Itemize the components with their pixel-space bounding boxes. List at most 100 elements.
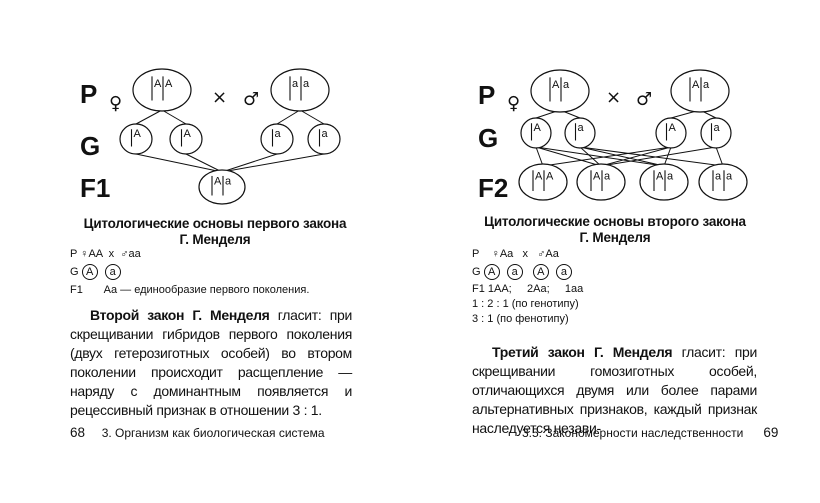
connector-line	[185, 153, 223, 173]
allele-label: a	[303, 78, 310, 90]
offspring-cell	[698, 163, 748, 201]
second-law-caption: Цитологические основы второго закона Г. …	[470, 214, 760, 246]
scheme-f-row: F1 1AA; 2Aa; 1aa	[472, 283, 584, 295]
allele-label: a	[604, 170, 611, 182]
allele-label: A	[552, 79, 560, 91]
g-label: G	[472, 265, 481, 278]
allele-label: a	[563, 79, 570, 91]
connector-line	[579, 146, 602, 167]
connector-line	[299, 109, 325, 125]
cross-sign: x	[522, 248, 528, 260]
connector-line	[221, 153, 278, 173]
parent-cell	[270, 68, 330, 112]
phenotype-ratio: 3 : 1 (по фенотипу)	[472, 313, 569, 325]
third-law-text: гласит: при скрещивании гомозиготных осо…	[472, 344, 757, 436]
scheme-f-row: F1 Aa — единообразие первого поколения.	[70, 283, 309, 298]
connector-line	[221, 153, 325, 173]
allele-label: a	[703, 79, 710, 91]
page-number: 68	[70, 425, 86, 440]
connector-line	[542, 146, 672, 167]
second-law-text: гласит: при скрещивании гибридов первого…	[70, 307, 352, 418]
allele-label: a	[715, 170, 722, 182]
cross-icon: ×	[606, 87, 621, 108]
connector-line	[535, 146, 602, 167]
gamete-cell	[307, 123, 341, 155]
allele-label: a	[714, 122, 721, 134]
connector-line	[579, 146, 724, 167]
offspring-cell	[198, 169, 246, 205]
second-law-name: Второй закон Г. Менделя	[90, 307, 270, 323]
allele-label: A	[214, 175, 222, 187]
generation-label-g: G	[478, 123, 498, 153]
gamete-cell	[700, 117, 732, 149]
parent-cell	[670, 69, 730, 113]
male-icon: ♂	[636, 89, 652, 110]
allele-label: A	[669, 122, 677, 134]
male-genotype: aa	[128, 248, 141, 260]
female-genotype: Aa	[499, 248, 514, 260]
running-title: 3.5. Закономерности наследственности	[522, 426, 744, 440]
third-law-paragraph: Третий закон Г. Менделя гласит: при скре…	[472, 343, 757, 438]
gamete-cell	[169, 123, 203, 155]
second-law-paragraph: Второй закон Г. Менделя гласит: при скре…	[70, 306, 352, 420]
gamete-circle: a	[555, 264, 572, 280]
male-genotype: Aa	[545, 248, 559, 260]
offspring-cell	[639, 163, 689, 201]
allele-label: A	[593, 170, 601, 182]
allele-label: A	[165, 78, 173, 90]
scheme-g-row: G A a A a	[472, 264, 583, 280]
female-symbol: ♀	[491, 248, 500, 260]
allele-label: a	[275, 128, 282, 140]
gamete-circle: A	[532, 264, 549, 280]
left-footer: 68 3. Организм как биологическая система	[70, 425, 325, 440]
female-symbol: ♀	[80, 248, 89, 260]
connector-line	[535, 146, 544, 167]
male-symbol: ♂	[537, 248, 546, 260]
gamete-circle: a	[104, 264, 121, 280]
allele-label: A	[656, 170, 664, 182]
g-label: G	[70, 265, 79, 278]
female-icon: ♀	[507, 93, 520, 114]
second-law-scheme: P ♀Aa x ♂Aa G A a A a F1 1AA; 2Aa; 1aa 1…	[472, 247, 583, 327]
p-label: P	[472, 248, 480, 260]
connector-line	[600, 146, 717, 167]
male-symbol: ♂	[120, 248, 129, 260]
scheme-g-row: G A a	[70, 264, 309, 280]
caption-line-1: Цитологические основы первого закона	[83, 216, 347, 231]
cross-icon: ×	[212, 87, 227, 108]
connector-line	[579, 146, 665, 167]
allele-label: a	[322, 128, 329, 140]
generation-label-f: F1	[80, 173, 110, 203]
male-icon: ♂	[243, 89, 259, 110]
connector-line	[135, 109, 163, 125]
scheme-p-row: P ♀Aa x ♂Aa	[472, 247, 583, 262]
allele-label: A	[546, 170, 554, 182]
generation-label-p: P	[478, 80, 495, 110]
p-label: P	[70, 248, 78, 260]
first-law-caption: Цитологические основы первого закона Г. …	[70, 216, 360, 248]
allele-label: a	[726, 170, 733, 182]
third-law-name: Третий закон Г. Менделя	[492, 344, 673, 360]
f-label: F1	[70, 284, 83, 296]
allele-label: A	[134, 128, 142, 140]
f-genotype: Aa	[103, 284, 118, 296]
allele-label: A	[154, 78, 162, 90]
gamete-circle: a	[506, 264, 523, 280]
gamete-circle: A	[81, 264, 98, 280]
connector-line	[161, 109, 187, 125]
running-title: 3. Организм как биологическая система	[101, 426, 325, 440]
scheme-p-row: P ♀AA x ♂aa	[70, 247, 309, 262]
gamete-cell	[655, 117, 687, 149]
caption-line-1: Цитологические основы второго закона	[484, 214, 746, 229]
caption-line-2: Г. Менделя	[579, 230, 651, 245]
gamete-circle: A	[483, 264, 500, 280]
gamete-cell	[119, 123, 153, 155]
connector-line	[715, 146, 724, 167]
caption-line-2: Г. Менделя	[179, 232, 251, 247]
allele-label: A	[535, 170, 543, 182]
generation-label-f: F2	[478, 173, 508, 203]
connector-line	[600, 146, 672, 167]
